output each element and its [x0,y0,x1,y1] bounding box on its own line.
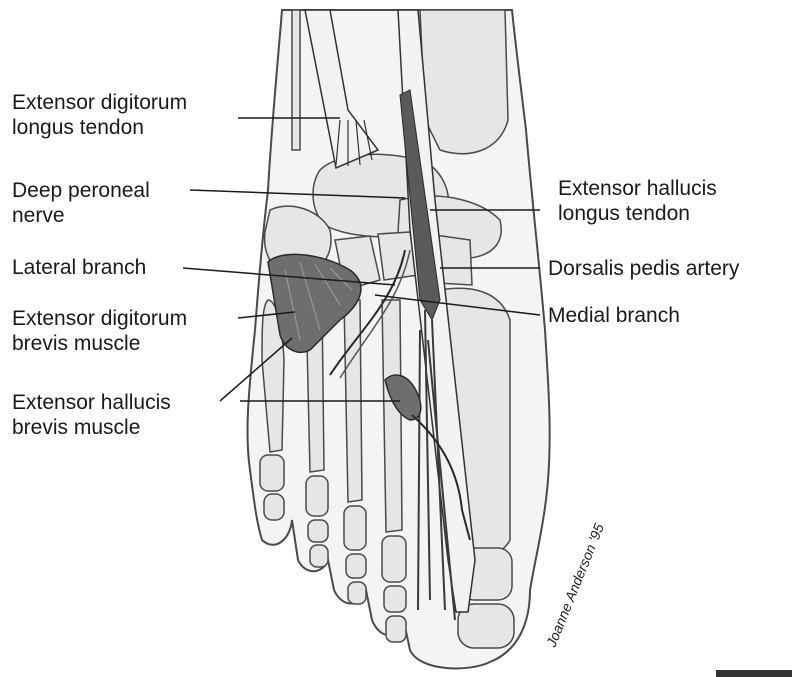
toe-2-phalanges [381,535,407,643]
scale-bar [716,670,792,677]
deep-peroneal-nerve-branches [417,309,456,621]
artist-signature: Joanne Anderson '95 [543,521,608,650]
label-extensor-digitorum-brevis-muscle: Extensor digitorum brevis muscle [12,306,187,356]
label-medial-branch: Medial branch [548,303,680,328]
toe-4-phalanges [305,475,329,568]
label-line-1: Extensor digitorum [12,307,188,330]
tibia-shaft [419,9,509,155]
leader-deep-peroneal-nerve [189,189,406,199]
extensor-digitorum-brevis-muscle [267,253,362,354]
leader-lateral-branch [182,267,396,286]
label-extensor-hallucis-brevis-muscle: Extensor hallucis brevis muscle [12,390,171,440]
label-dorsalis-pedis-artery: Dorsalis pedis artery [548,256,739,281]
label-deep-peroneal-nerve: Deep peroneal nerve [12,178,150,228]
label-line-2: nerve [12,204,65,227]
leader-extensor-digitorum-brevis-muscle [237,311,296,319]
leader-medial-branch [374,294,541,316]
extensor-digitorum-longus-tendon [304,9,380,170]
extensor-hallucis-brevis-muscle [384,374,422,421]
fibula-shaft [291,9,301,151]
toe-3-phalanges [343,505,367,605]
label-line-2: brevis muscle [12,416,141,439]
toe-5-phalanges [259,454,285,521]
label-line-2: brevis muscle [12,332,141,355]
label-line-1: Lateral branch [12,256,147,279]
label-line-2: longus tendon [12,116,144,139]
label-line-2: longus tendon [558,202,690,225]
extensor-hallucis-brevis-tendon [411,414,471,541]
muscle-fibers [284,261,353,341]
leader-extensor-hallucis-brevis-a [219,337,293,402]
label-line-1: Extensor hallucis [12,391,171,414]
label-lateral-branch: Lateral branch [12,255,146,280]
toe-1-phalanges [457,547,515,649]
leader-lines [182,117,541,402]
extensor-digitorum-longus-slips [335,119,373,166]
label-extensor-digitorum-longus-tendon: Extensor digitorum longus tendon [12,90,187,140]
dorsalis-pedis-artery [399,89,441,322]
lateral-branch-nerve [329,249,406,376]
metatarsal-2 [381,299,403,533]
label-line-1: Extensor hallucis [558,177,717,200]
label-line-1: Extensor digitorum [12,91,188,114]
label-extensor-hallucis-longus-tendon: Extensor hallucis longus tendon [558,176,717,226]
label-line-1: Dorsalis pedis artery [548,257,740,280]
label-line-1: Deep peroneal [12,179,150,202]
label-line-1: Medial branch [548,304,680,327]
medial-branch-nerve [339,249,411,379]
